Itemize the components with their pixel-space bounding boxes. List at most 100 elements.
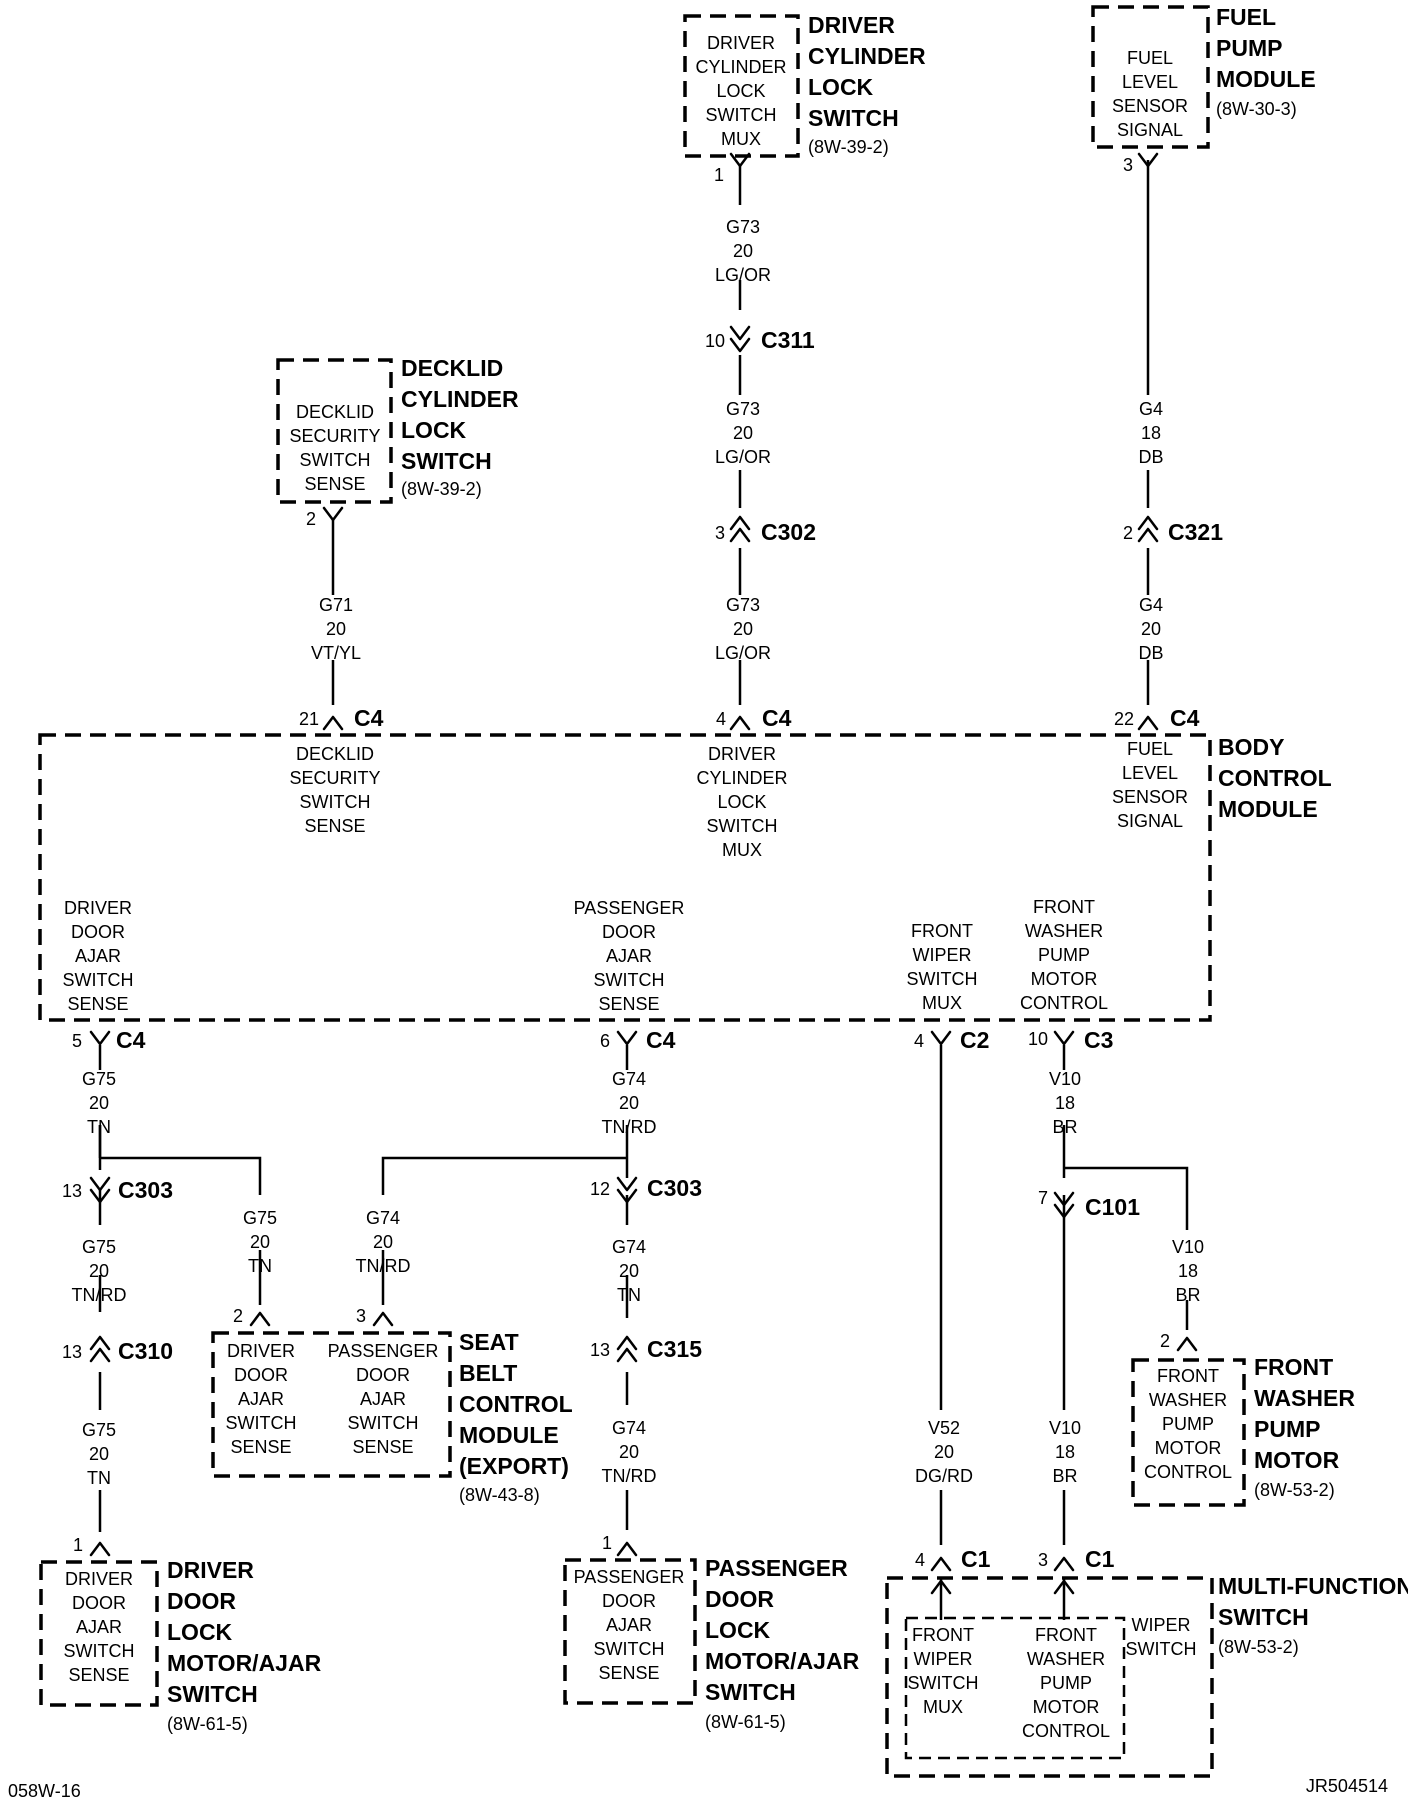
pin-number: 22 [1114,709,1134,729]
wire-circuit: G74 [366,1208,400,1228]
component-label: PUMP [1162,1414,1214,1434]
pin-number: 6 [600,1031,610,1051]
component-label: DRIVER [707,33,775,53]
component-label: MUX [721,129,761,149]
wire-color: TN [617,1285,641,1305]
component-title: MOTOR [1254,1447,1340,1473]
connector-name: C1 [1085,1546,1115,1572]
connector-pin: 3 [715,523,725,543]
wire-color: BR [1175,1285,1200,1305]
wire-gauge: 20 [89,1444,109,1464]
pin-number: 2 [306,509,316,529]
bcm-input-label: CYLINDER [696,768,787,788]
component-label: FRONT [1035,1625,1097,1645]
component-label: PASSENGER [574,1567,685,1587]
component-label: AJAR [360,1389,406,1409]
component-ref: (8W-39-2) [808,137,889,157]
component-title: MOTOR/AJAR [167,1650,322,1676]
component-label: WIPER [913,1649,972,1669]
connector-name: C303 [118,1177,173,1203]
pin-number: 21 [299,709,319,729]
connector-pin: 13 [590,1340,610,1360]
connector-name: C4 [1170,705,1200,731]
wire-circuit: G75 [82,1237,116,1257]
component-label: CONTROL [1022,1721,1110,1741]
connector-name: C4 [116,1027,146,1053]
component-title: FRONT [1254,1354,1333,1380]
component-title: BELT [459,1360,517,1386]
bcm-output-label: PUMP [1038,945,1090,965]
component-label: DOOR [72,1593,126,1613]
bcm-output-label: AJAR [606,946,652,966]
component-label: SWITCH [594,1639,665,1659]
connector-name: C101 [1085,1194,1140,1220]
wire-circuit: V10 [1049,1418,1081,1438]
wire-color: TN/RD [72,1285,127,1305]
component-ref: (8W-39-2) [401,479,482,499]
connector-name: C311 [761,327,815,353]
front-washer-pump-motor: 2 FRONT WASHER PUMP MOTOR CONTROL FRONT … [1144,1331,1355,1500]
wire-gauge: 18 [1178,1261,1198,1281]
bcm-input-label: FUEL [1127,739,1173,759]
component-title: CYLINDER [808,43,926,69]
pin-number: 10 [1028,1029,1048,1049]
bcm-input-label: SWITCH [300,792,371,812]
component-label: MOTOR [1155,1438,1222,1458]
bcm-output-label: FRONT [911,921,973,941]
bcm-input-label: SWITCH [707,816,778,836]
footer: 058W-16 JR504514 [8,1776,1388,1801]
bcm-output-label: MOTOR [1031,969,1098,989]
component-title: SWITCH [401,448,492,474]
wire-color: TN/RD [356,1256,411,1276]
component-label: AJAR [238,1389,284,1409]
component-label: DRIVER [227,1341,295,1361]
wire-circuit: V10 [1172,1237,1204,1257]
component-title: DRIVER [808,12,895,38]
bcm-input-label: SECURITY [289,768,380,788]
seat-belt-control-module: 2 3 DRIVER DOOR AJAR SWITCH SENSE PASSEN… [226,1306,573,1505]
wire-color: TN/RD [602,1117,657,1137]
component-title: SWITCH [808,105,899,131]
component-label: FRONT [1157,1366,1219,1386]
bcm-output-label: WIPER [912,945,971,965]
connector-name: C321 [1168,519,1223,545]
component-label: SECURITY [289,426,380,446]
connector-name: C303 [647,1175,702,1201]
wire-circuit: G74 [612,1237,646,1257]
component-title: SWITCH [167,1681,258,1707]
wire-circuit: G73 [726,399,760,419]
wire-gauge: 20 [619,1261,639,1281]
wire-color: TN [248,1256,272,1276]
pin-number: 4 [915,1550,925,1570]
component-label: DOOR [602,1591,656,1611]
bcm-output-label: MUX [922,993,962,1013]
component-title: LOCK [401,417,467,443]
component-label: WASHER [1149,1390,1227,1410]
component-label: SWITCH [64,1641,135,1661]
component-label: DOOR [234,1365,288,1385]
component-title: SWITCH [705,1679,796,1705]
pin-number: 4 [716,709,726,729]
component-title: FUEL [1216,4,1276,30]
component-label: AJAR [76,1617,122,1637]
inner-label: WIPER [1131,1615,1190,1635]
pin-number: 3 [356,1306,366,1326]
connector-name: C4 [762,705,792,731]
wire-color: DB [1138,447,1163,467]
component-title: CONTROL [1218,765,1332,791]
wire-gauge: 20 [733,241,753,261]
fuel-pump-module: FUEL LEVEL SENSOR SIGNAL FUEL PUMP MODUL… [1112,4,1316,175]
figure-id: 058W-16 [8,1781,81,1801]
component-ref: (8W-30-3) [1216,99,1297,119]
wire-labels-lower: G75 20 TN G75 20 TN G75 20 TN/RD G75 20 … [72,1069,1205,1488]
wire-gauge: 20 [250,1232,270,1252]
component-label: CYLINDER [695,57,786,77]
pin-number: 1 [714,165,724,185]
component-label: LOCK [716,81,765,101]
bcm-output-label: SENSE [598,994,659,1014]
upper-connectors: 10 C311 3 C302 2 C321 [705,327,1223,545]
component-title: PASSENGER [705,1555,848,1581]
connector-name: C1 [961,1546,991,1572]
component-title: WASHER [1254,1385,1355,1411]
